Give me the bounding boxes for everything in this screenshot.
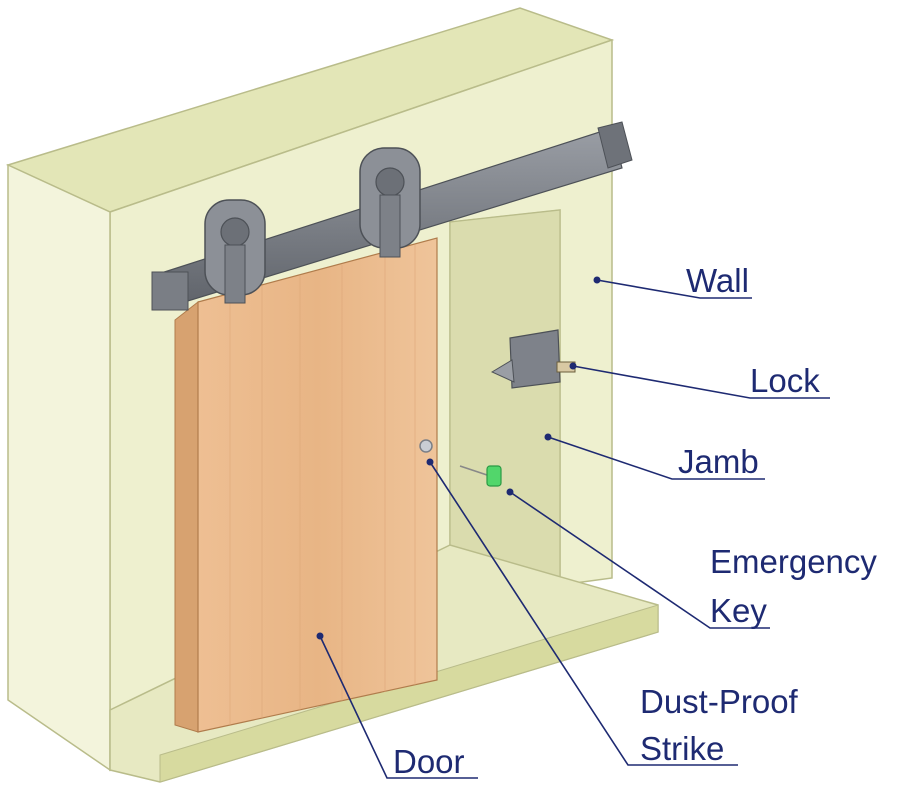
emergency-key-label-line1: Emergency [710, 543, 877, 581]
roller-left-icon [205, 200, 265, 303]
door-edge [175, 302, 198, 732]
dust-proof-strike-label-line2: Strike [640, 730, 724, 768]
wall-left-side [8, 165, 110, 770]
jamb-surface [450, 210, 560, 585]
door-label: Door [393, 743, 465, 781]
dust-proof-strike-label-line1: Dust-Proof [640, 683, 798, 721]
track-left-cap [152, 272, 188, 310]
wall-label: Wall [686, 262, 749, 300]
dust-proof-strike-icon [420, 440, 432, 452]
door-panel [198, 238, 437, 732]
roller-right-icon [360, 148, 420, 257]
emergency-key-label-line2: Key [710, 592, 767, 630]
lock-label: Lock [750, 362, 820, 400]
jamb-label: Jamb [678, 443, 759, 481]
